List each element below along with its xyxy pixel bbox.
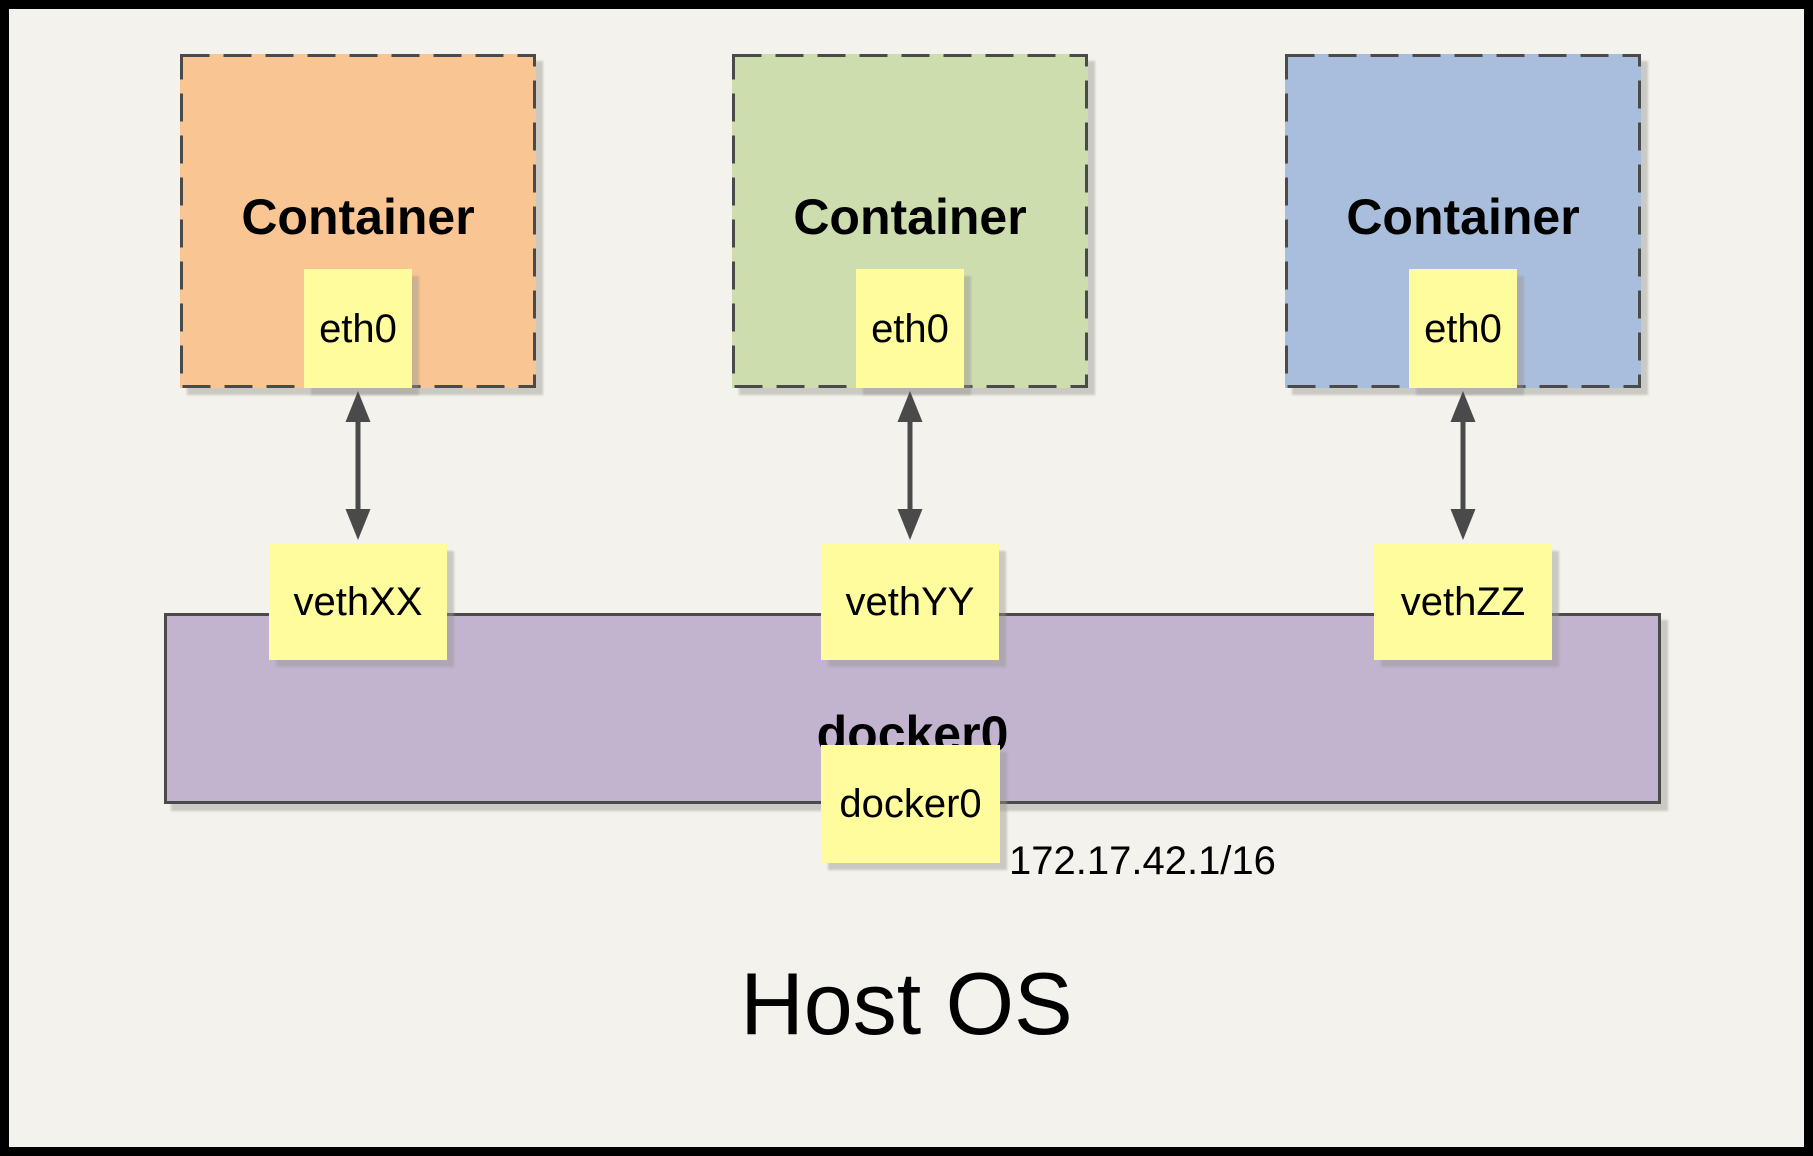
veth-box: vethYY — [821, 544, 999, 660]
bidirectional-arrow-icon — [1450, 391, 1476, 540]
eth0-box: eth0 — [304, 269, 412, 388]
bidirectional-arrow-icon — [897, 391, 923, 540]
eth0-label: eth0 — [871, 306, 949, 351]
container-box: Container eth0 — [1285, 54, 1641, 388]
container-label: Container — [1346, 189, 1580, 245]
docker0-interface-label: docker0 — [839, 782, 982, 826]
eth0-label: eth0 — [319, 306, 397, 351]
docker0-interface-box: docker0 — [821, 745, 1000, 863]
veth-label: vethZZ — [1400, 580, 1526, 624]
container-box: Container eth0 — [180, 54, 536, 388]
host-os-label: Host OS — [740, 954, 1073, 1053]
container-label: Container — [793, 189, 1027, 245]
veth-box: vethXX — [269, 544, 447, 660]
eth0-label: eth0 — [1424, 306, 1502, 351]
bidirectional-arrow-icon — [345, 391, 371, 540]
container-label: Container — [241, 189, 475, 245]
veth-box: vethZZ — [1374, 544, 1552, 660]
veth-label: vethYY — [845, 580, 975, 624]
container-box: Container eth0 — [732, 54, 1088, 388]
ip-address-label: 172.17.42.1/16 — [1009, 839, 1276, 883]
eth0-box: eth0 — [856, 269, 964, 388]
veth-label: vethXX — [293, 580, 423, 624]
eth0-box: eth0 — [1409, 269, 1517, 388]
